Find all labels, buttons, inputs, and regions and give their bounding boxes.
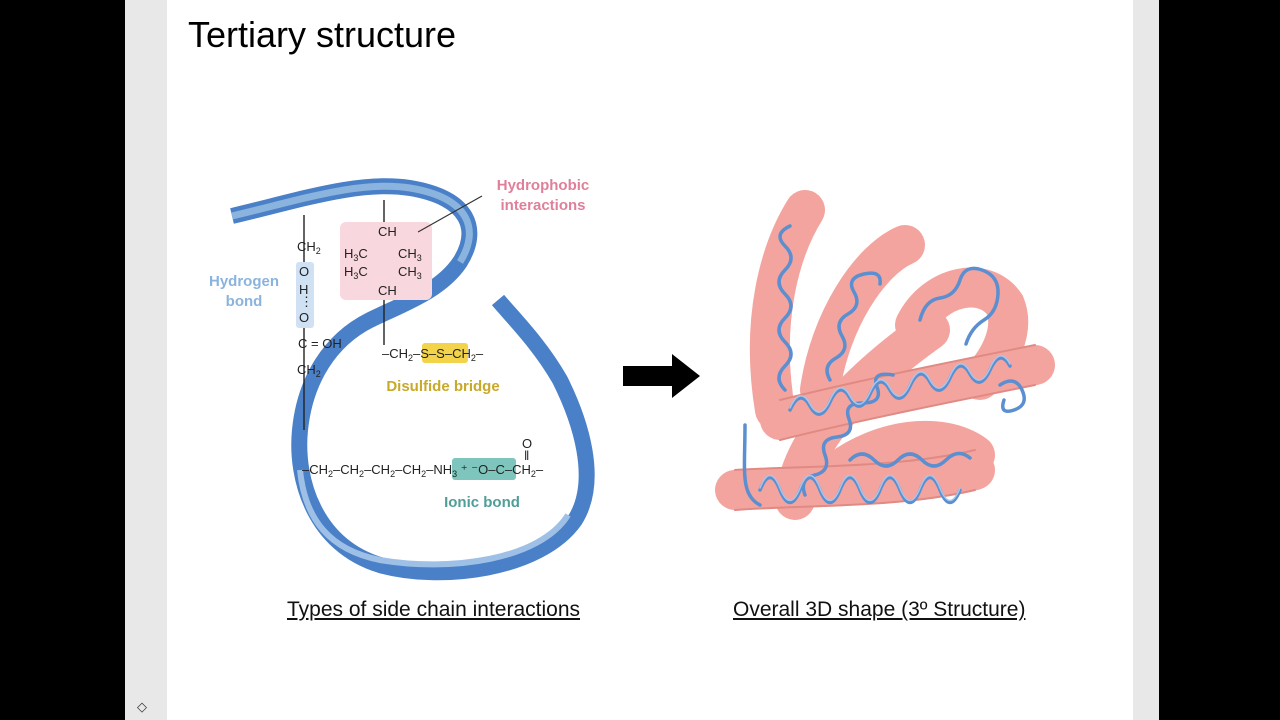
svg-text:CH3: CH3 bbox=[398, 264, 422, 281]
svg-text:⋮: ⋮ bbox=[300, 294, 313, 309]
ionic-label: Ionic bond bbox=[444, 494, 520, 511]
svg-text:CH3: CH3 bbox=[398, 246, 422, 263]
svg-text:O: O bbox=[522, 436, 532, 451]
svg-text:H3C: H3C bbox=[344, 264, 368, 281]
caption-overall-3d-shape: Overall 3D shape (3º Structure) bbox=[733, 598, 1026, 621]
hydrophobic-label-line1: Hydrophobic bbox=[497, 177, 590, 194]
right-arrow-icon bbox=[623, 354, 700, 398]
ionic-box bbox=[452, 458, 516, 480]
svg-text:O: O bbox=[299, 264, 309, 279]
nav-diamond-icon[interactable]: ◇ bbox=[137, 699, 147, 714]
slide-title: Tertiary structure bbox=[188, 14, 457, 55]
svg-text:O: O bbox=[299, 310, 309, 325]
tertiary-structure-figure bbox=[715, 190, 1055, 520]
hydrogen-label-line1: Hydrogen bbox=[209, 273, 279, 290]
caption-side-chain-interactions: Types of side chain interactions bbox=[287, 598, 580, 621]
svg-text:‖: ‖ bbox=[524, 448, 529, 463]
hydrogen-label-line2: bond bbox=[226, 293, 263, 310]
disulfide-label: Disulfide bridge bbox=[386, 378, 499, 395]
hydrophobic-box bbox=[340, 222, 432, 300]
svg-text:CH2: CH2 bbox=[297, 239, 321, 256]
backbone-ribbon-lower bbox=[297, 469, 571, 568]
svg-text:–CH2–S–S–CH2–: –CH2–S–S–CH2– bbox=[382, 346, 484, 363]
svg-text:–CH2–CH2–CH2–CH2–NH3 ⁺ ⁻O–C–CH: –CH2–CH2–CH2–CH2–NH3 ⁺ ⁻O–C–CH2– bbox=[302, 462, 544, 479]
side-chain-interactions-figure: CH2 O H ⋮ O C = OH CH2 CH H3C CH3 H3C CH… bbox=[209, 177, 595, 581]
svg-text:H: H bbox=[299, 282, 308, 297]
svg-text:CH: CH bbox=[378, 224, 397, 239]
svg-text:CH2: CH2 bbox=[297, 362, 321, 379]
svg-text:H3C: H3C bbox=[344, 246, 368, 263]
right-frame bbox=[1133, 0, 1159, 720]
left-frame bbox=[125, 0, 167, 720]
hydrogen-bond-box bbox=[296, 262, 314, 328]
svg-text:CH: CH bbox=[378, 283, 397, 298]
disulfide-box bbox=[422, 343, 468, 363]
hydrophobic-label-line2: interactions bbox=[500, 197, 585, 214]
svg-text:C = OH: C = OH bbox=[298, 336, 342, 351]
backbone-ribbon-highlight bbox=[231, 182, 473, 264]
